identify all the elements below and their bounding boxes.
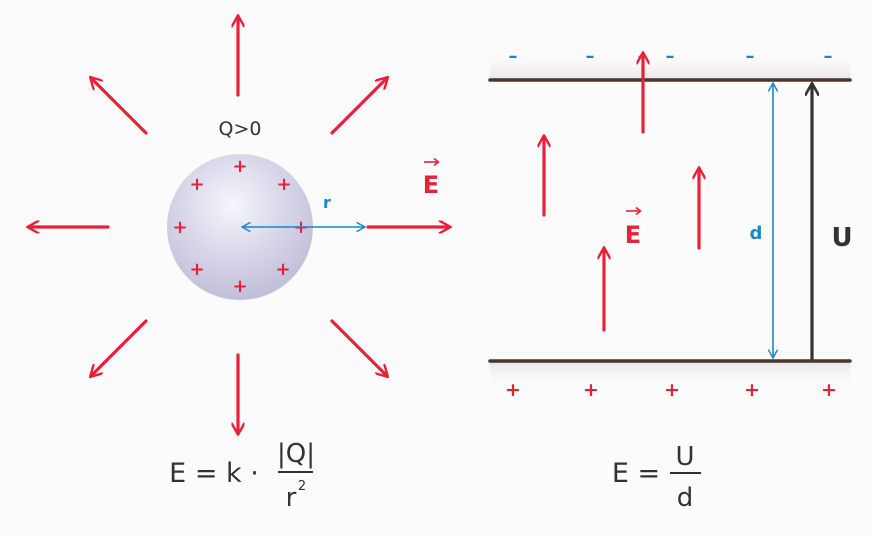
top-plate-charge-layer [490,50,850,80]
field-arrow-up-left [92,79,148,135]
field-label-text: E [423,171,439,199]
surface-charge: + [232,156,247,177]
field-arrow-up-right [330,79,386,135]
positive-charge: + [664,379,680,401]
negative-charge: – [824,46,833,67]
charged-sphere [167,154,313,300]
positive-charge: + [583,379,599,401]
positive-charge: + [505,379,521,401]
formula-denominator-base: r [286,483,297,513]
field-label-plates: E [625,206,642,249]
positive-charge: + [821,379,837,401]
charge-label: Q>0 [219,118,262,140]
vector-arrow-head-icon [433,157,440,167]
formula-lhs: E = k · [169,458,259,489]
surface-charge: + [275,259,290,280]
bottom-plate-charges: + + + + + [505,379,837,401]
vector-arrow-head-icon [635,206,642,216]
surface-charge: + [189,259,204,280]
voltage-label: U [831,223,852,253]
formula-numerator: |Q| [277,439,315,469]
capacitor-formula: E = U d [612,442,701,513]
negative-charge: – [666,46,675,67]
radial-field-arrows [30,18,448,432]
distance-label: d [750,223,763,244]
field-arrow-down-right [330,319,386,375]
formula-lhs: E = [612,458,660,489]
negative-charge: – [509,46,518,67]
surface-charge: + [276,174,291,195]
homogeneous-field-arrows [544,55,699,332]
negative-charge: – [586,46,595,67]
radius-label: r [323,193,331,212]
point-charge-diagram: + + + + + + + + r Q>0 E E = k · |Q| r 2 [30,18,448,513]
field-arrow-down-left [92,319,148,375]
sphere-surface-charges: + + + + + + + + [172,156,308,297]
coulomb-formula: E = k · |Q| r 2 [169,439,315,513]
field-label-text: E [625,221,641,249]
formula-denominator-exp: 2 [298,479,306,494]
surface-charge: + [172,217,187,238]
field-label-point: E [423,157,440,199]
plate-capacitor-diagram: – – – – – – + + + + + E d [488,46,853,513]
surface-charge: + [189,174,204,195]
negative-charge: – [746,46,755,67]
formula-denominator: d [677,483,694,513]
surface-charge: + [232,276,247,297]
positive-charge: + [744,379,760,401]
bottom-plate-charge-layer [490,361,850,391]
formula-numerator: U [675,442,694,472]
